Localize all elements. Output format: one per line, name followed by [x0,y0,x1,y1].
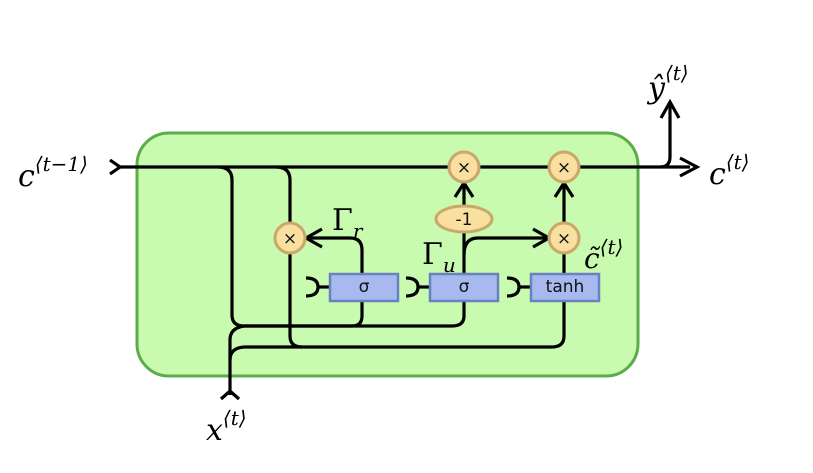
candidate-memory-label: c̃⟨t⟩ [584,235,623,275]
memory-to-reset-gate-wire [217,165,364,328]
output-multiply-node: × [547,150,581,184]
input-tail-icon [219,388,241,401]
prev-memory-label: c⟨t−1⟩ [18,152,88,194]
reset-gate-hook-icon [305,276,320,298]
prediction-label: ŷ⟨t⟩ [646,61,689,106]
forget-multiply-icon: × [457,158,471,178]
tanh-hook-icon [506,276,521,298]
update-gate-to-update-multiply-wire [462,236,546,256]
update-gate-hook-icon [405,276,420,298]
one-minus-ellipse [434,204,494,234]
prediction-arrow-icon [659,98,681,119]
candidate-gate-label: tanh [546,277,585,297]
one-minus-node: -1 [434,204,494,234]
reset-multiply-node: × [273,221,307,255]
memory-output-arrow-icon [679,156,701,178]
input-label: x⟨t⟩ [206,406,247,448]
one-minus-label: -1 [456,210,473,230]
update-gate: σ [428,272,500,303]
memory-to-reset-multiply-wire [275,165,292,224]
gru-cell-box [135,131,640,378]
input-bus-lower [228,345,302,361]
output-multiply-circle [547,150,581,184]
update-multiply-circle [547,221,581,255]
candidate-gate: tanh [529,272,601,303]
forget-multiply-node: × [447,150,481,184]
update-multiply-node: × [547,221,581,255]
update-multiply-icon: × [557,229,571,249]
input-bus-upper [228,324,245,395]
update-gate-box [428,272,500,303]
memory-output-label: c⟨t⟩ [709,150,749,192]
update-gate-label: σ [459,277,470,297]
reset-multiply-circle [273,221,307,255]
memory-input-tail-icon [109,158,123,176]
reset-gate-box [328,272,400,303]
output-multiply-icon: × [557,158,571,178]
reset-gate-label: σ [359,277,370,297]
prediction-branch-wire [659,105,672,169]
reset-gate-output-wire [308,236,364,274]
candidate-gate-box [529,272,601,303]
reset-multiply-icon: × [283,229,297,249]
reset-gate-symbol: Γr [332,203,364,243]
forget-multiply-circle [447,150,481,184]
reset-multiply-to-tanh-wire [288,252,566,349]
update-gate-symbol: Γu [422,237,456,277]
reset-gate: σ [328,272,400,303]
input-to-update-gate-wire [244,300,466,328]
